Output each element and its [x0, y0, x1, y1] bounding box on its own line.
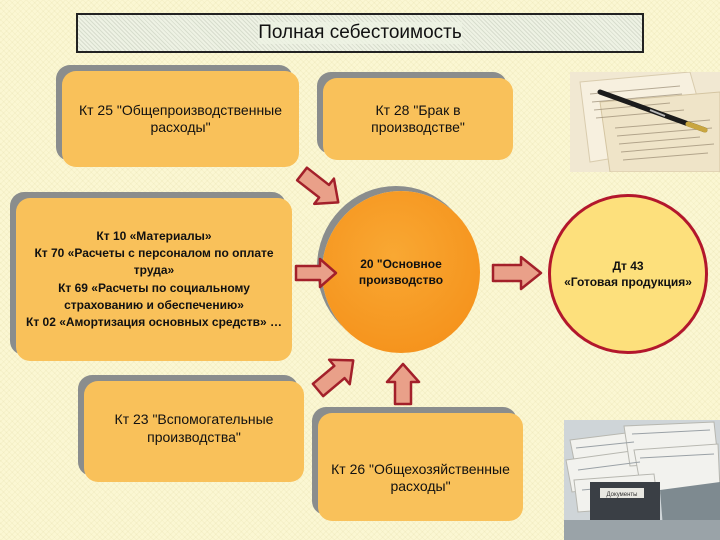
box-kt10: Кт 10 «Материалы» Кт 70 «Расчеты с персо… [16, 198, 292, 361]
box-kt26-label: Кт 26 "Общехозяйственные расходы" [331, 460, 510, 495]
box-kt23-label: Кт 23 "Вспомогательные производства" [114, 411, 274, 445]
arrow-kt26-to-production [385, 362, 421, 406]
circle-main-production: 20 "Основное производство [322, 191, 480, 353]
page-title-box: Полная себестоимость [76, 13, 644, 53]
box-kt25: Кт 25 "Общепроизводственные расходы" [62, 71, 299, 167]
circle-main-production-label: 20 "Основное производство [358, 256, 444, 287]
box-kt28-label: Кт 28 "Брак в производстве" [371, 101, 465, 136]
arrow-kt10-to-production [294, 257, 338, 289]
arrow-kt23-to-production [311, 358, 355, 398]
papers-pen-icon [570, 72, 720, 172]
page-title: Полная себестоимость [258, 22, 462, 44]
box-kt10-label: Кт 10 «Материалы» Кт 70 «Расчеты с персо… [26, 229, 282, 329]
folder-label: Документы [607, 492, 638, 498]
box-kt26: Кт 26 "Общехозяйственные расходы" [318, 413, 523, 521]
arrow-kt28-to-production [295, 166, 340, 206]
arrow-production-to-finished [491, 255, 543, 291]
box-kt25-label: Кт 25 "Общепроизводственные расходы" [78, 101, 283, 136]
box-kt23: Кт 23 "Вспомогательные производства" [84, 381, 304, 482]
circle-finished-goods: Дт 43 «Готовая продукция» [548, 194, 708, 354]
box-kt28: Кт 28 "Брак в производстве" [323, 78, 513, 160]
circle-finished-goods-label: Дт 43 «Готовая продукция» [564, 258, 692, 289]
document-pile-icon: Документы [564, 420, 720, 540]
